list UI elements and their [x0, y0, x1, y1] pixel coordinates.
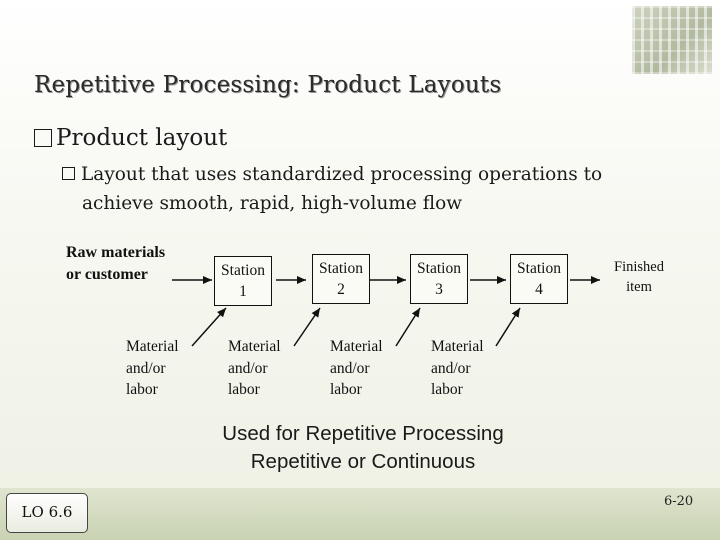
input-label: Raw materials or customer	[66, 242, 165, 286]
usage-note-line2: Repetitive or Continuous	[250, 450, 476, 473]
arrow-material-1-to-station-1	[191, 307, 227, 347]
station-4-number: 4	[535, 281, 543, 298]
usage-note: Used for Repetitive Processing Repetitiv…	[130, 420, 596, 476]
slide-title: Repetitive Processing: Product Layouts	[34, 72, 502, 98]
material-1-line2: and/or	[126, 359, 166, 377]
station-1-number: 1	[239, 283, 247, 300]
material-1-line3: labor	[126, 381, 158, 398]
main-bullet-text: Product layout	[56, 125, 228, 151]
decorative-photo-logo	[632, 6, 712, 74]
material-input-3: Material and/or labor	[330, 336, 383, 401]
sub-bullet-box-icon	[62, 167, 75, 180]
material-input-4: Material and/or labor	[431, 336, 484, 401]
sub-bullet-line2: achieve smooth, rapid, high-volume flow	[82, 193, 463, 214]
material-2-line1: Material	[228, 338, 281, 355]
station-1-box: Station 1	[214, 256, 272, 306]
station-1-label: Station	[221, 262, 265, 279]
material-2-line3: labor	[228, 381, 260, 398]
material-4-line3: labor	[431, 381, 463, 398]
station-3-number: 3	[435, 281, 443, 298]
sub-bullet: Layout that uses standardized processing…	[62, 160, 682, 218]
sub-bullet-line1: Layout that uses standardized processing…	[81, 164, 603, 185]
output-label-line1: Finished	[614, 259, 664, 275]
arrow-material-2-to-station-2	[293, 307, 321, 347]
station-4-box: Station 4	[510, 254, 568, 304]
learning-objective-badge: LO 6.6	[6, 493, 88, 533]
output-label-line2: item	[626, 279, 652, 295]
output-label: Finished item	[604, 257, 674, 297]
station-2-label: Station	[319, 260, 363, 277]
page-number: 6-20	[664, 494, 694, 509]
footer-band	[0, 488, 720, 540]
material-4-line1: Material	[431, 338, 484, 355]
station-4-label: Station	[517, 260, 561, 277]
main-bullet: Product layout	[34, 125, 227, 151]
arrow-material-4-to-station-4	[495, 307, 521, 347]
station-3-label: Station	[417, 260, 461, 277]
station-3-box: Station 3	[410, 254, 468, 304]
material-input-1: Material and/or labor	[126, 336, 179, 401]
bullet-box-icon	[34, 129, 52, 147]
material-4-line2: and/or	[431, 359, 471, 377]
material-2-line2: and/or	[228, 359, 268, 377]
arrow-material-3-to-station-3	[395, 307, 421, 347]
material-3-line1: Material	[330, 338, 383, 355]
material-1-line1: Material	[126, 338, 179, 355]
input-label-line1: Raw materials	[66, 244, 166, 261]
station-2-number: 2	[337, 281, 345, 298]
material-3-line3: labor	[330, 381, 362, 398]
input-label-line2: or customer	[66, 266, 148, 283]
material-3-line2: and/or	[330, 359, 370, 377]
usage-note-line1: Used for Repetitive Processing	[222, 422, 504, 445]
material-input-2: Material and/or labor	[228, 336, 281, 401]
sub-bullet-line1-wrap: Layout that uses standardized processing…	[62, 164, 602, 185]
station-2-box: Station 2	[312, 254, 370, 304]
